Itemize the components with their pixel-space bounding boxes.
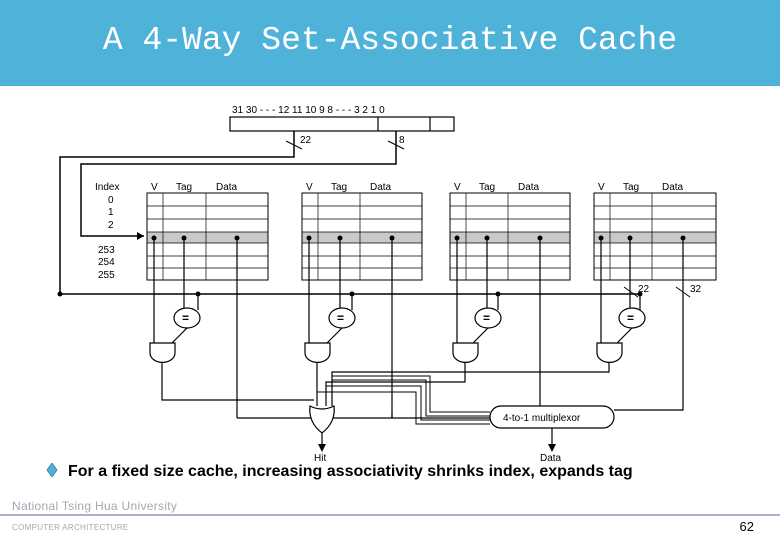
title-bar — [0, 0, 780, 86]
svg-text:=: = — [627, 311, 634, 325]
svg-text:Data: Data — [662, 182, 684, 193]
svg-text:Tag: Tag — [331, 182, 347, 193]
address-bit-labels: 31 30 - - - 12 11 10 9 8 - - - 3 2 1 0 — [232, 105, 385, 116]
bullet-icon — [46, 463, 58, 477]
tag-out-width: 22 — [638, 284, 650, 295]
svg-text:=: = — [483, 311, 490, 325]
footer-department: COMPUTER ARCHITECTURE — [12, 523, 129, 532]
svg-text:Tag: Tag — [623, 182, 639, 193]
way-1: V Tag Data = — [146, 182, 269, 418]
way-2: V Tag Data = — [301, 182, 423, 418]
tag-width-label: 22 — [300, 135, 312, 146]
data-out-width: 32 — [690, 284, 702, 295]
svg-text:=: = — [337, 311, 344, 325]
bullet-point: For a fixed size cache, increasing assoc… — [46, 463, 633, 481]
svg-text:V: V — [454, 182, 461, 193]
index-row-1: 1 — [108, 207, 114, 218]
svg-text:V: V — [598, 182, 605, 193]
index-row-0: 0 — [108, 195, 114, 206]
bullet-text: For a fixed size cache, increasing assoc… — [68, 463, 633, 480]
svg-text:Data: Data — [216, 182, 238, 193]
svg-text:Tag: Tag — [176, 182, 192, 193]
index-row-254: 254 — [98, 257, 115, 268]
svg-text:=: = — [182, 311, 189, 325]
multiplexor-label: 4-to-1 multiplexor — [503, 413, 581, 424]
svg-text:Data: Data — [370, 182, 392, 193]
way-3: V Tag Data = — [449, 182, 571, 405]
cache-diagram: 31 30 - - - 12 11 10 9 8 - - - 3 2 1 0 2… — [57, 105, 717, 464]
index-row-255: 255 — [98, 270, 115, 281]
footer-divider — [0, 514, 780, 516]
svg-text:Tag: Tag — [479, 182, 495, 193]
svg-text:V: V — [151, 182, 158, 193]
way-4: V Tag Data = — [593, 182, 717, 395]
index-width-label: 8 — [399, 135, 405, 146]
page-number: 62 — [739, 519, 754, 534]
svg-text:V: V — [306, 182, 313, 193]
svg-text:Data: Data — [518, 182, 540, 193]
or-gate — [309, 405, 335, 434]
index-header: Index — [95, 182, 119, 193]
slide-title: A 4-Way Set-Associative Cache — [102, 22, 678, 59]
hit-label: Hit — [314, 453, 326, 464]
index-row-253: 253 — [98, 245, 115, 256]
index-row-2: 2 — [108, 220, 114, 231]
address-register — [229, 116, 455, 132]
footer-university: National Tsing Hua University — [12, 499, 178, 513]
data-output-label: Data — [540, 453, 562, 464]
